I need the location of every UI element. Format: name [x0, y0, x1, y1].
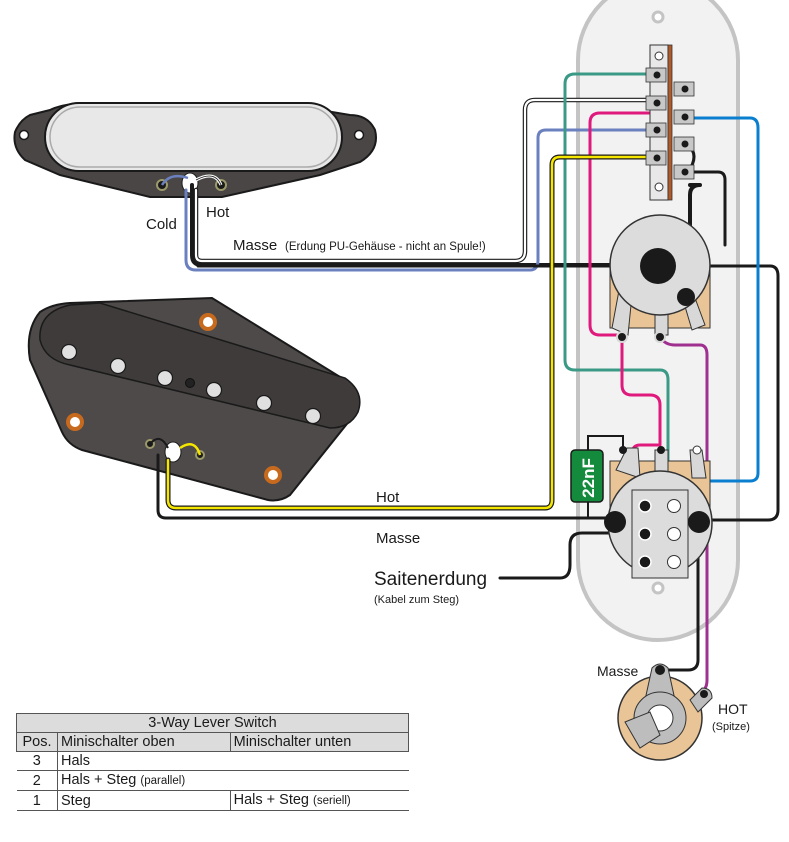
- bridge-hot-label: Hot: [376, 489, 400, 506]
- plate-screw-hole-top: [651, 10, 665, 24]
- mount-hole: [264, 466, 282, 484]
- neck-ground-label: Masse: [233, 237, 277, 254]
- jack-hot-label: HOT: [718, 701, 748, 717]
- neck-cold-label: Cold: [146, 216, 177, 233]
- row-oben-text: Hals: [61, 753, 91, 769]
- output-jack: [617, 663, 713, 761]
- capacitor-label: 22nF: [579, 458, 598, 498]
- table-title-row: 3-Way Lever Switch: [16, 713, 409, 733]
- mount-hole: [66, 413, 84, 431]
- table-row: 3 Hals: [16, 751, 409, 771]
- header-oben: Minischalter oben: [57, 732, 231, 752]
- bridge-ground-label: Masse: [376, 530, 420, 547]
- row-oben-text: Hals + Steg: [61, 772, 137, 788]
- table-row: 1 Steg Hals + Steg (seriell): [16, 790, 409, 811]
- jack-hot-note: (Spitze): [712, 721, 750, 733]
- jack-ground-label: Masse: [597, 663, 638, 679]
- row-unten: Hals + Steg (seriell): [229, 790, 409, 811]
- neck-hot-label: Hot: [206, 204, 230, 221]
- neck-ground-note: (Erdung PU-Gehäuse - nicht an Spule!): [285, 241, 486, 253]
- neck-pickup: [13, 102, 377, 198]
- row-pos: 3: [16, 751, 58, 771]
- header-pos: Pos.: [16, 732, 58, 752]
- row-oben: Hals: [57, 751, 409, 771]
- table-title: 3-Way Lever Switch: [16, 713, 409, 733]
- bridge-pickup: [27, 296, 361, 502]
- capacitor-22nf: 22nF: [570, 449, 604, 503]
- row-pos: 2: [16, 770, 58, 791]
- row-oben-text: Steg: [61, 792, 91, 809]
- row-unten-note: (seriell): [313, 795, 351, 807]
- row-oben: Hals + Steg (parallel): [57, 770, 409, 791]
- table-header-row: Pos. Minischalter oben Minischalter unte…: [16, 732, 410, 752]
- string-ground-note: (Kabel zum Steg): [374, 594, 459, 606]
- plate-screw-hole-bottom: [651, 581, 665, 595]
- row-unten-text: Hals + Steg: [233, 792, 309, 808]
- mini-toggle-switch: [645, 44, 695, 201]
- row-oben: Steg: [57, 790, 231, 811]
- header-unten: Minischalter unten: [229, 732, 410, 752]
- mount-hole: [353, 129, 365, 141]
- mount-hole: [18, 129, 30, 141]
- mount-hole: [199, 313, 217, 331]
- lever-switch: [587, 435, 713, 579]
- row-oben-note: (parallel): [140, 775, 186, 787]
- wires: [156, 72, 780, 694]
- row-pos: 1: [16, 790, 58, 811]
- table-row: 2 Hals + Steg (parallel): [16, 770, 409, 791]
- volume-pot: [609, 214, 711, 343]
- string-ground-label: Saitenerdung: [374, 569, 487, 590]
- switch-table: 3-Way Lever Switch Pos. Minischalter obe…: [16, 713, 410, 811]
